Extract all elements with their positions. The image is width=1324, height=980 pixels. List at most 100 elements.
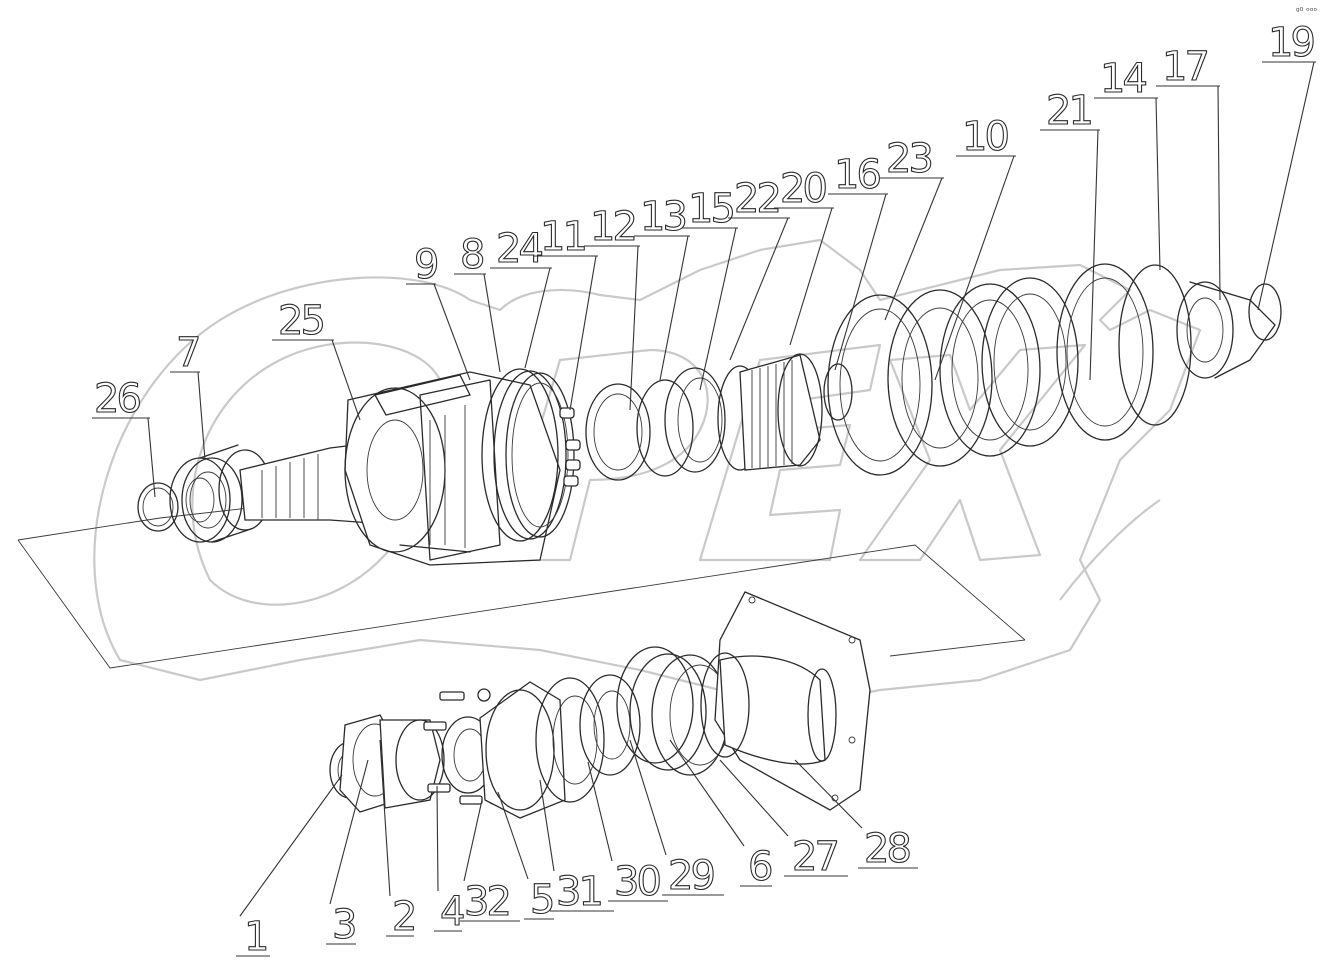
callout-number: 2	[392, 894, 414, 940]
bearing-part-7	[169, 444, 272, 543]
callout-7: 7	[170, 329, 206, 461]
snap-ring-part-14	[1118, 264, 1192, 426]
callout-number: 16	[834, 152, 879, 198]
callout-number: 14	[1100, 56, 1146, 102]
ring-part-15	[664, 367, 726, 473]
frame-line-right	[889, 639, 1026, 657]
callout-number: 6	[748, 844, 771, 890]
callout-29: 29	[629, 739, 724, 900]
callout-leader-line	[629, 245, 639, 411]
callout-3: 3	[326, 759, 369, 949]
ring-part-13	[636, 379, 694, 477]
callout-number: 31	[556, 869, 601, 915]
callout-number: 30	[614, 859, 659, 905]
callout-9: 9	[406, 241, 471, 381]
callout-leader-line	[1257, 61, 1315, 311]
callout-number: 19	[1268, 20, 1313, 66]
callout-leader-line	[524, 267, 551, 369]
callout-number: 11	[540, 214, 585, 260]
bolts-part-4	[423, 691, 483, 805]
callout-leader-line	[834, 193, 887, 371]
callout-12: 12	[584, 203, 640, 411]
callout-22: 22	[728, 175, 790, 361]
callout-number: 1	[244, 914, 266, 960]
callout-leader-line	[934, 155, 1015, 381]
callout-number: 23	[886, 136, 931, 182]
callout-leader-line	[789, 207, 833, 346]
callout-leader-line	[569, 255, 597, 411]
cover-plate-part-31	[479, 681, 566, 819]
callout-number: 17	[1162, 44, 1207, 90]
callout-leader-line	[729, 217, 789, 361]
springs-part-11	[559, 407, 581, 487]
callout-23: 23	[880, 135, 944, 321]
spring-plate-part-24	[505, 372, 575, 538]
callout-14: 14	[1094, 55, 1161, 271]
friction-disc-part-10c	[981, 277, 1079, 447]
pressure-plate-part-21	[1056, 263, 1154, 441]
callout-number: 25	[278, 298, 323, 344]
callout-number: 22	[734, 176, 779, 222]
callout-28: 28	[794, 759, 918, 873]
callout-19: 19	[1257, 19, 1317, 311]
ring-part-29	[579, 674, 641, 776]
callout-leader-line	[1155, 97, 1161, 271]
housing-part-2	[379, 719, 445, 809]
callout-5: 5	[497, 791, 556, 924]
callout-number: 10	[962, 114, 1007, 160]
callout-number: 8	[460, 232, 483, 278]
callout-leader-line	[147, 417, 156, 498]
callout-1: 1	[236, 774, 343, 961]
callout-number: 4	[440, 889, 464, 935]
callout-leader-line	[483, 273, 501, 373]
callout-number: 26	[94, 376, 139, 422]
callout-11: 11	[534, 213, 598, 411]
callout-6: 6	[669, 739, 775, 891]
callout-27: 27	[719, 759, 848, 881]
callout-25: 25	[272, 297, 361, 421]
callout-leader-line	[379, 739, 391, 897]
watermark-logo	[93, 238, 1202, 702]
callout-leader-line	[436, 785, 439, 892]
gear-part-17	[1176, 281, 1276, 379]
callout-15: 15	[682, 185, 738, 391]
callout-leader-line	[659, 235, 689, 381]
callout-leader-line	[629, 739, 667, 856]
callout-31: 31	[539, 779, 614, 916]
callout-number: 27	[792, 834, 837, 880]
housing-part-28	[700, 591, 871, 811]
o-ring-part-26	[137, 482, 179, 532]
callout-number: 29	[668, 853, 713, 899]
callout-leader-line	[497, 791, 529, 880]
callout-number: 28	[864, 826, 909, 872]
callout-number: 7	[176, 330, 199, 376]
callout-2: 2	[379, 739, 418, 941]
callout-10: 10	[934, 113, 1016, 381]
steel-disc-part-10b	[939, 283, 1041, 457]
callout-leader-line	[587, 761, 613, 862]
friction-disc-part-23	[827, 294, 933, 476]
callout-leader-line	[463, 799, 483, 882]
callout-leader-line	[884, 177, 943, 321]
callout-leader-line	[433, 283, 471, 381]
frame-line-upper	[17, 539, 1026, 669]
callout-number: 13	[640, 194, 685, 240]
ring-part-12	[585, 383, 651, 481]
callout-number: 24	[496, 226, 542, 272]
callout-26: 26	[92, 375, 156, 498]
callout-number: 15	[688, 186, 733, 232]
callout-4: 4	[434, 785, 468, 936]
clutch-drum-part-25	[344, 371, 561, 566]
callout-32: 32	[460, 799, 520, 926]
callout-8: 8	[454, 231, 501, 373]
callout-leader-line	[1217, 85, 1221, 301]
callout-21: 21	[1040, 87, 1100, 381]
callout-number: 3	[332, 902, 355, 948]
callout-leader-line	[197, 371, 206, 461]
callout-leader-line	[699, 227, 737, 391]
ring-part-16	[823, 363, 853, 421]
ring-part-6	[616, 646, 707, 771]
